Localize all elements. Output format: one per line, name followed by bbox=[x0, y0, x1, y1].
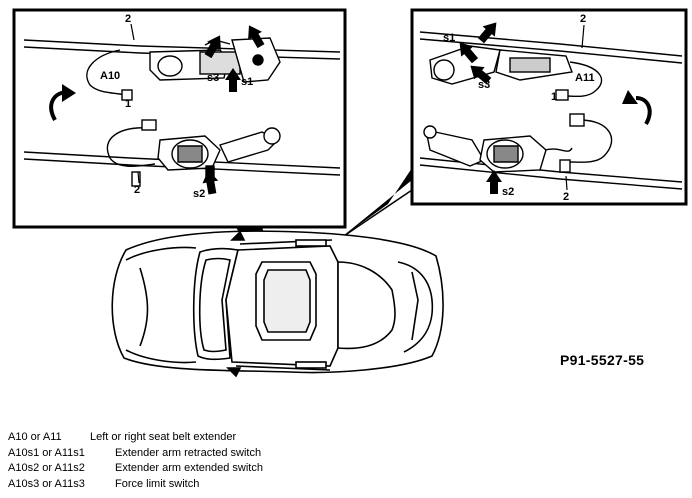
left-label-s2: s2 bbox=[193, 188, 205, 200]
right-label-connector-bottom: 2 bbox=[563, 191, 569, 203]
figure-reference-code: P91-5527-55 bbox=[560, 352, 645, 368]
left-label-plug: 1 bbox=[125, 98, 131, 110]
legend-row: A10s1 or A11s1 Extender arm retracted swi… bbox=[8, 446, 408, 462]
legend-description: Extender arm retracted switch bbox=[115, 446, 262, 459]
right-label-component: A11 bbox=[575, 72, 595, 84]
right-label-s3: s3 bbox=[478, 79, 490, 91]
legend-description: Force limit switch bbox=[115, 477, 200, 490]
legend-row: A10s2 or A11s2 Extender arm extended swit… bbox=[8, 461, 408, 477]
right-label-s1: s1 bbox=[443, 32, 455, 44]
legend: A10 or A11 Left or right seat belt extend… bbox=[8, 430, 408, 492]
legend-description: Extender arm extended switch bbox=[115, 462, 263, 475]
left-inset-panel: 2 A10 1 s3 s1 2 s2 bbox=[12, 8, 347, 229]
left-label-s1: s1 bbox=[241, 76, 253, 88]
left-label-connector-top: 2 bbox=[125, 13, 131, 25]
right-lower-extender-motor bbox=[423, 113, 613, 173]
car-top-view bbox=[111, 230, 444, 378]
legend-row: A10s3 or A11s3 Force limit switch bbox=[8, 477, 408, 493]
left-lower-extender-motor bbox=[106, 119, 281, 187]
right-label-connector-top: 2 bbox=[580, 13, 586, 25]
right-label-plug: 1 bbox=[551, 91, 557, 103]
seat-belt-extender-diagram: 2 A10 1 s3 s1 2 s2 bbox=[12, 8, 688, 378]
right-upper-extender-motor bbox=[429, 45, 603, 101]
legend-code: A10s1 or A11s1 bbox=[8, 446, 85, 459]
legend-code: A10s2 or A11s2 bbox=[8, 462, 85, 475]
legend-description: Left or right seat belt extender bbox=[90, 431, 237, 443]
legend-code: A10s3 or A11s3 bbox=[8, 477, 85, 490]
rotation-arrow-icon bbox=[49, 84, 76, 121]
left-label-s3: s3 bbox=[207, 72, 219, 84]
legend-code: A10 or A11 bbox=[8, 431, 62, 443]
right-inset-panel: 2 s1 s3 A11 1 s2 2 bbox=[410, 8, 688, 206]
right-label-s2: s2 bbox=[502, 186, 514, 198]
left-label-component: A10 bbox=[100, 70, 120, 82]
rotation-arrow-icon bbox=[622, 90, 652, 125]
legend-row: A10 or A11 Left or right seat belt extend… bbox=[8, 430, 408, 446]
left-label-connector-bottom: 2 bbox=[134, 184, 140, 196]
left-upper-extender-motor bbox=[86, 37, 281, 101]
